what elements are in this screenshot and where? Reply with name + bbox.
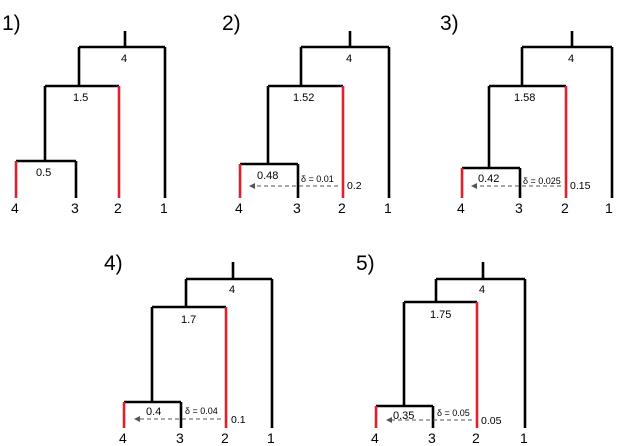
leaf-label: 2 (472, 430, 480, 446)
mid-height-label: 1.7 (181, 314, 196, 326)
leaf-label: 1 (160, 200, 168, 216)
leaf-label: 3 (293, 200, 301, 216)
panel-label: 5) (356, 252, 375, 275)
root-height-label: 4 (568, 53, 574, 65)
low-height-label: 0.42 (478, 173, 499, 185)
move-arrow-head (386, 417, 392, 423)
mid-height-label: 1.75 (430, 309, 451, 321)
panel-1: 1) 4 1.5 0.5 4 3 2 1 (2, 12, 168, 216)
panel-label: 1) (2, 12, 21, 35)
leaf-label: 3 (515, 200, 523, 216)
panel-label: 3) (440, 12, 459, 35)
leaf-label: 3 (71, 200, 79, 216)
leaf-label: 1 (384, 200, 392, 216)
delta-label: δ = 0.01 (301, 174, 334, 184)
leaf-label: 2 (114, 200, 122, 216)
low-height-label: 0.48 (257, 170, 278, 182)
move-arrow-head (134, 416, 140, 422)
extra-height-label: 0.1 (231, 414, 246, 426)
leaf-label: 3 (428, 430, 436, 446)
panel-2: 2) 4 1.52 0.48 δ = 0.01 0.2 4 3 2 1 (222, 12, 392, 216)
panel-label: 2) (222, 12, 241, 35)
leaf-label: 1 (605, 200, 613, 216)
mid-height-label: 1.52 (293, 92, 314, 104)
mid-height-label: 1.58 (514, 92, 535, 104)
extra-height-label: 0.05 (481, 415, 502, 427)
low-height-label: 0.4 (146, 406, 161, 418)
panel-4: 4) 4 1.7 0.4 δ = 0.04 0.1 4 3 2 1 (104, 252, 275, 446)
leaf-label: 2 (221, 430, 229, 446)
delta-label: δ = 0.04 (185, 406, 218, 416)
leaf-label: 4 (235, 200, 243, 216)
leaf-label: 4 (457, 200, 465, 216)
leaf-label: 3 (176, 430, 184, 446)
leaf-label: 2 (338, 200, 346, 216)
panel-3: 3) 4 1.58 0.42 δ = 0.025 0.15 4 3 2 1 (440, 12, 614, 216)
low-height-label: 0.35 (393, 410, 414, 422)
extra-height-label: 0.15 (570, 180, 591, 192)
move-arrow-head (471, 183, 477, 189)
leaf-label: 2 (561, 200, 569, 216)
leaf-label: 4 (371, 430, 379, 446)
root-height-label: 4 (479, 284, 485, 296)
delta-label: δ = 0.05 (437, 408, 470, 418)
mid-height-label: 1.5 (73, 92, 88, 104)
low-height-label: 0.5 (36, 167, 51, 179)
root-height-label: 4 (229, 284, 235, 296)
root-height-label: 4 (346, 53, 352, 65)
leaf-label: 4 (11, 200, 19, 216)
leaf-label: 1 (520, 430, 528, 446)
move-arrow-head (249, 183, 255, 189)
panel-5: 5) 4 1.75 0.35 δ = 0.05 0.05 4 3 2 1 (356, 252, 528, 446)
extra-height-label: 0.2 (347, 180, 362, 192)
root-height-label: 4 (121, 53, 127, 65)
leaf-label: 4 (119, 430, 127, 446)
panel-label: 4) (104, 252, 123, 275)
delta-label: δ = 0.025 (523, 176, 561, 186)
leaf-label: 1 (267, 430, 275, 446)
